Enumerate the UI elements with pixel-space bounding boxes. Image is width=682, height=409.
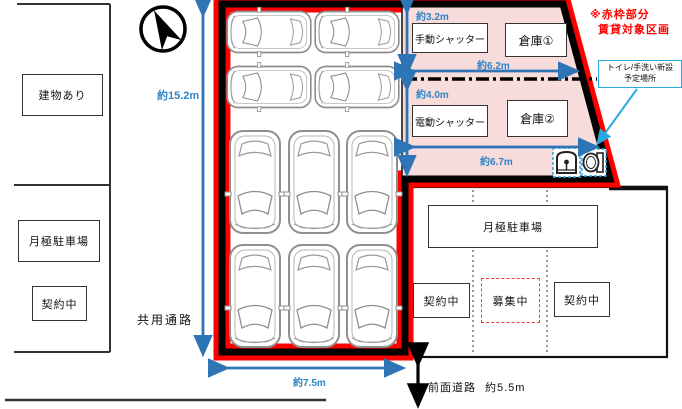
warehouse-2-label: 倉庫② <box>507 100 568 137</box>
dimension-15-2m: 約15.2m <box>157 90 200 102</box>
toilet-icon <box>581 148 607 177</box>
front-road-label: 前面道路約5.5m <box>428 379 525 395</box>
electric-shutter-label: 電動シャッター <box>412 105 488 137</box>
dimension-arrows-blue <box>193 0 601 378</box>
dimension-6-2m: 約6.2m <box>477 61 510 72</box>
stall-contracted-1: 契約中 <box>413 283 470 318</box>
stall-contracted-2: 契約中 <box>554 282 610 317</box>
building-exists-label: 建物あり <box>22 74 103 116</box>
right-monthly-parking-title: 月極駐車場 <box>428 205 598 248</box>
front-road-width: 約5.5m <box>485 382 526 394</box>
dimension-4-0m: 約4.0m <box>416 90 449 101</box>
toilet-callout-box: トイレ/手洗い新設 予定場所 <box>598 60 682 88</box>
sink-icon <box>552 147 581 178</box>
red-frame-note-line1: ※赤枠部分 <box>590 9 650 21</box>
red-frame-note: ※赤枠部分 賃貸対象区画 <box>590 8 670 39</box>
left-property-lines <box>14 3 111 353</box>
dimension-7-5m: 約7.5m <box>293 378 326 389</box>
rental-area-black-border <box>218 0 615 356</box>
toilet-callout-leader <box>596 88 638 146</box>
red-frame-note-line2: 賃貸対象区画 <box>598 24 670 37</box>
left-monthly-parking-label: 月極駐車場 <box>18 220 100 262</box>
dimension-6-7m: 約6.7m <box>480 157 513 168</box>
shared-aisle-label: 共用通路 <box>137 313 194 327</box>
dimension-3-2m: 約3.2m <box>416 12 449 23</box>
left-contracted-label: 契約中 <box>32 286 87 321</box>
warehouse-1-label: 倉庫① <box>505 23 567 57</box>
stall-vacant: 募集中 <box>481 278 540 323</box>
manual-shutter-label: 手動シャッター <box>412 23 488 53</box>
front-road-name: 前面道路 <box>428 382 476 394</box>
north-compass-icon <box>139 5 187 53</box>
toilet-callout-line2: 予定場所 <box>624 74 656 83</box>
toilet-callout-line1: トイレ/手洗い新設 <box>606 63 674 73</box>
